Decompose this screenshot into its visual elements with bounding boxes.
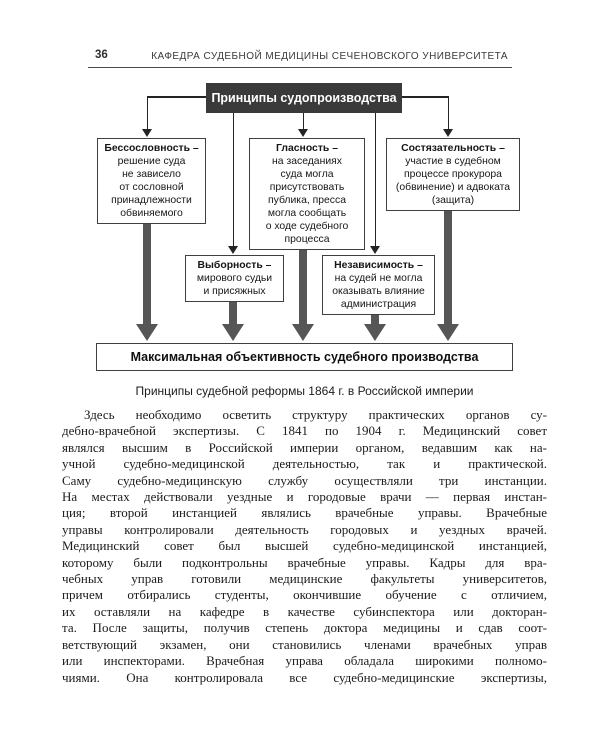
principle-box-vybornost: Выборность – мирового судьи и присяжных xyxy=(185,255,284,302)
thick-arrow-shaft xyxy=(143,220,151,324)
principle-title: Бессословность – xyxy=(104,143,199,154)
principle-title: Гласность – xyxy=(276,143,338,154)
connector-right-vertical xyxy=(447,96,449,129)
down-arrowhead-icon xyxy=(141,129,152,137)
principle-box-glasnost: Гласность – на заседаниях суда могла при… xyxy=(249,138,365,250)
body-paragraph: Здесь необходимо осветить структуру прак… xyxy=(62,407,547,685)
principle-body: участие в судебном процессе прокурора (о… xyxy=(395,156,511,206)
running-head: КАФЕДРА СУДЕБНОЙ МЕДИЦИНЫ СЕЧЕНОВСКОГО У… xyxy=(151,51,508,62)
thick-arrowhead-icon xyxy=(221,324,244,341)
header-rule xyxy=(88,67,512,68)
principle-body: мирового судьи и присяжных xyxy=(196,273,273,297)
down-arrowhead-icon xyxy=(227,246,238,254)
thick-arrowhead-icon xyxy=(436,324,459,341)
principle-box-bessoslovnost: Бессословность – решение суда не зависел… xyxy=(97,138,206,224)
figure-caption: Принципы судебной реформы 1864 г. в Росс… xyxy=(135,384,474,398)
principle-body: на судей не могла оказывать влияние адми… xyxy=(332,273,425,310)
page-number: 36 xyxy=(95,49,108,61)
connector-left-vertical xyxy=(146,96,148,129)
thick-arrow-shaft xyxy=(371,310,379,324)
down-arrowhead-icon xyxy=(297,129,308,137)
principle-title: Состязательность – xyxy=(401,143,505,154)
thick-arrowhead-icon xyxy=(135,324,158,341)
principle-body: решение суда не зависело от сословной пр… xyxy=(111,156,192,219)
principle-title: Выборность – xyxy=(197,260,272,271)
principle-box-nezavisimost: Независимость – на судей не могла оказыв… xyxy=(322,255,435,315)
down-arrowhead-icon xyxy=(369,246,380,254)
thick-arrow-shaft xyxy=(299,240,307,324)
diagram-result-box: Максимальная объективность судебного про… xyxy=(96,343,513,371)
thick-arrow-shaft xyxy=(444,206,452,324)
connector-to-vybornost xyxy=(232,113,234,246)
principle-box-sostyazatelnost: Состязательность – участие в судебном пр… xyxy=(386,138,520,211)
connector-left-horizontal xyxy=(146,96,207,98)
connector-to-nezavisimost xyxy=(374,113,376,246)
principle-body: на заседаниях суда могла присутствовать … xyxy=(265,156,349,245)
thick-arrow-shaft xyxy=(229,298,237,324)
diagram-root-box: Принципы судопроизводства xyxy=(206,83,402,113)
down-arrowhead-icon xyxy=(442,129,453,137)
thick-arrowhead-icon xyxy=(291,324,314,341)
connector-center-vertical xyxy=(302,113,304,129)
connector-right-horizontal xyxy=(402,96,449,98)
principle-title: Независимость – xyxy=(334,260,423,271)
thick-arrowhead-icon xyxy=(363,324,386,341)
